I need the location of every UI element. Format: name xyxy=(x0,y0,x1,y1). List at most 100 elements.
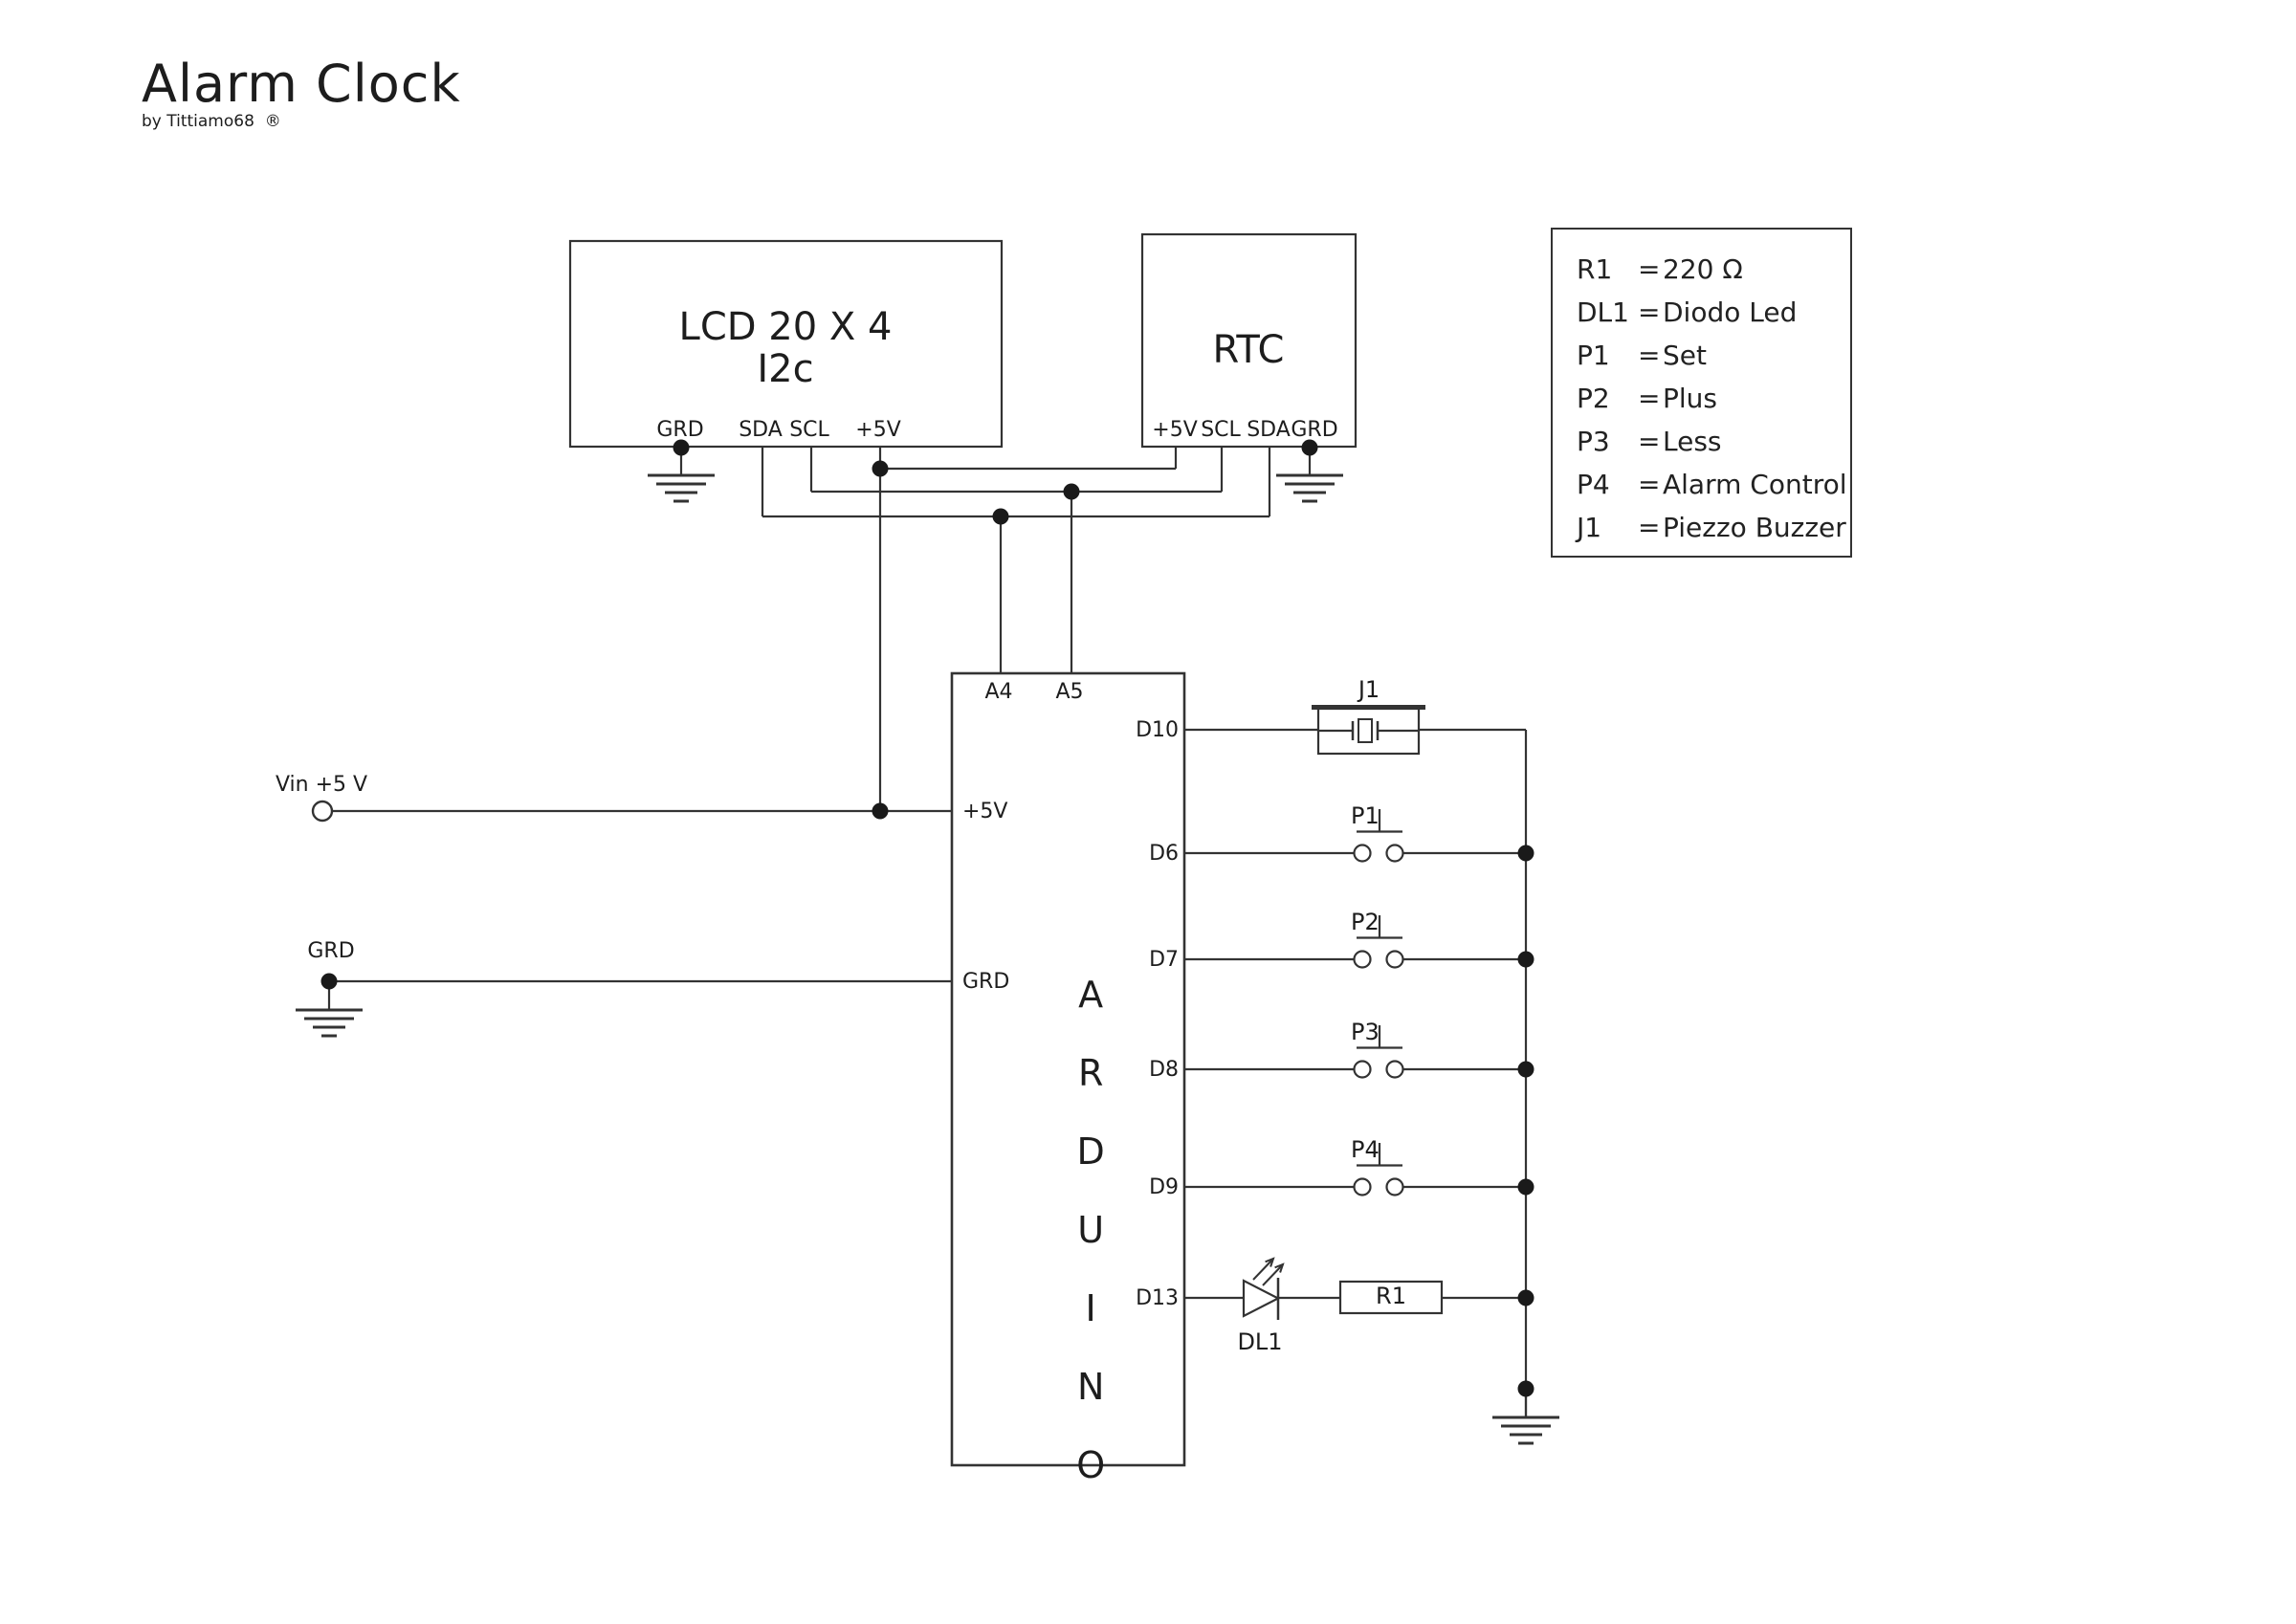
led-label: DL1 xyxy=(1237,1328,1283,1355)
arduino-pin-a4: A4 xyxy=(984,680,1013,704)
ground-icon-rtc xyxy=(1274,473,1345,503)
legend-value: Diodo Led xyxy=(1663,296,1798,328)
grd-terminal-label: GRD xyxy=(307,939,355,963)
legend-value: Piezzo Buzzer xyxy=(1663,512,1846,543)
lcd-title-line2: I2c xyxy=(757,347,814,391)
ground-icon-bus xyxy=(1490,1416,1561,1445)
legend-eq: = xyxy=(1638,512,1661,543)
button-p4-icon xyxy=(1353,1143,1404,1196)
junction-dot xyxy=(1517,845,1534,862)
arduino-letter: A xyxy=(1078,974,1104,1016)
arduino-pin-grd: GRD xyxy=(962,970,1010,994)
rtc-pin-scl: SCL xyxy=(1201,418,1241,442)
legend-name: J1 xyxy=(1577,512,1602,543)
ground-icon-supply xyxy=(294,1008,364,1038)
arduino-pin-d9: D9 xyxy=(1149,1175,1179,1199)
button-p2-icon xyxy=(1353,915,1404,969)
arduino-name: A R D U I N O xyxy=(1030,936,1105,1525)
legend-row: DL1 =Diodo Led xyxy=(1577,291,1847,334)
lcd-pin-sda: SDA xyxy=(739,418,783,442)
legend-eq: = xyxy=(1638,469,1661,500)
arduino-pin-d10: D10 xyxy=(1136,718,1179,742)
legend-box xyxy=(1551,228,1852,558)
button-p1-icon xyxy=(1353,809,1404,863)
arduino-letter: N xyxy=(1076,1366,1105,1408)
rtc-title: RTC xyxy=(1212,328,1285,372)
button-p3-icon xyxy=(1353,1025,1404,1079)
legend-row: R1 =220 Ω xyxy=(1577,248,1847,291)
arduino-pin-d6: D6 xyxy=(1149,842,1179,866)
arduino-pin-d8: D8 xyxy=(1149,1058,1179,1082)
button-p4-label: P4 xyxy=(1351,1136,1380,1163)
lcd-title-line1: LCD 20 X 4 xyxy=(678,305,893,349)
junction-dot xyxy=(1517,1061,1534,1078)
junction-dot xyxy=(1301,439,1318,456)
legend-row: P3=Less xyxy=(1577,420,1847,463)
resistor-icon xyxy=(1338,1280,1444,1315)
buzzer-label: J1 xyxy=(1358,676,1380,703)
legend-name: P2 xyxy=(1577,383,1610,414)
lcd-pin-5v: +5V xyxy=(855,418,901,442)
legend-row: P2 =Plus xyxy=(1577,377,1847,420)
legend-value: Less xyxy=(1663,426,1722,457)
junction-dot xyxy=(1063,483,1080,500)
ground-icon-lcd xyxy=(646,473,717,503)
legend: R1=220 Ω DL1=Diodo Led P1=Set P2=Plus P3… xyxy=(1577,248,1847,549)
arduino-letter: O xyxy=(1076,1444,1106,1486)
vin-terminal-icon xyxy=(311,800,334,823)
arduino-box xyxy=(950,671,1186,1467)
rtc-pin-grd: GRD xyxy=(1291,418,1338,442)
arduino-pin-5v: +5V xyxy=(962,800,1008,823)
legend-name: P4 xyxy=(1577,469,1610,500)
rtc-pin-5v: +5V xyxy=(1152,418,1198,442)
junction-dot xyxy=(1517,1178,1534,1196)
button-p3-label: P3 xyxy=(1351,1019,1380,1045)
legend-name: P1 xyxy=(1577,340,1610,371)
arduino-letter: R xyxy=(1077,1052,1104,1094)
legend-eq: = xyxy=(1638,253,1661,285)
buzzer-icon xyxy=(1312,705,1425,756)
junction-dot xyxy=(872,460,889,477)
legend-name: R1 xyxy=(1577,253,1613,285)
junction-dot xyxy=(992,508,1009,525)
legend-value: 220 Ω xyxy=(1663,253,1743,285)
page-title: Alarm Clock xyxy=(142,54,461,114)
wires xyxy=(327,447,1528,1417)
legend-row: J1 =Piezzo Buzzer xyxy=(1577,506,1847,549)
arduino-pin-d7: D7 xyxy=(1149,948,1179,972)
arduino-pin-d13: D13 xyxy=(1136,1286,1179,1310)
button-p1-label: P1 xyxy=(1351,802,1380,829)
junction-dot xyxy=(1517,1289,1534,1306)
legend-value: Alarm Control xyxy=(1663,469,1847,500)
legend-eq: = xyxy=(1638,296,1661,328)
lcd-box xyxy=(568,239,1004,449)
led-icon xyxy=(1242,1257,1285,1320)
junction-dots xyxy=(320,439,1534,1397)
legend-name: P3 xyxy=(1577,426,1610,457)
legend-name: DL1 xyxy=(1577,296,1629,328)
legend-value: Plus xyxy=(1663,383,1717,414)
legend-value: Set xyxy=(1663,340,1707,371)
junction-dot xyxy=(872,802,889,820)
legend-eq: = xyxy=(1638,383,1661,414)
junction-dot xyxy=(1517,1380,1534,1397)
legend-row: P4 =Alarm Control xyxy=(1577,463,1847,506)
lcd-pin-scl: SCL xyxy=(789,418,829,442)
rtc-pin-sda: SDA xyxy=(1247,418,1291,442)
button-p2-label: P2 xyxy=(1351,909,1380,935)
arduino-pin-a5: A5 xyxy=(1055,680,1084,704)
legend-row: P1 =Set xyxy=(1577,334,1847,377)
junction-dot xyxy=(320,973,338,990)
rtc-box xyxy=(1140,232,1358,449)
arduino-letter: D xyxy=(1076,1130,1105,1173)
page-byline: by Tittiamo68 ® xyxy=(142,112,281,131)
lcd-pin-grd: GRD xyxy=(656,418,704,442)
arduino-letter: U xyxy=(1077,1209,1105,1251)
junction-dot xyxy=(673,439,690,456)
vin-terminal-label: Vin +5 V xyxy=(275,773,368,797)
legend-eq: = xyxy=(1638,340,1661,371)
arduino-letter: I xyxy=(1085,1287,1096,1329)
